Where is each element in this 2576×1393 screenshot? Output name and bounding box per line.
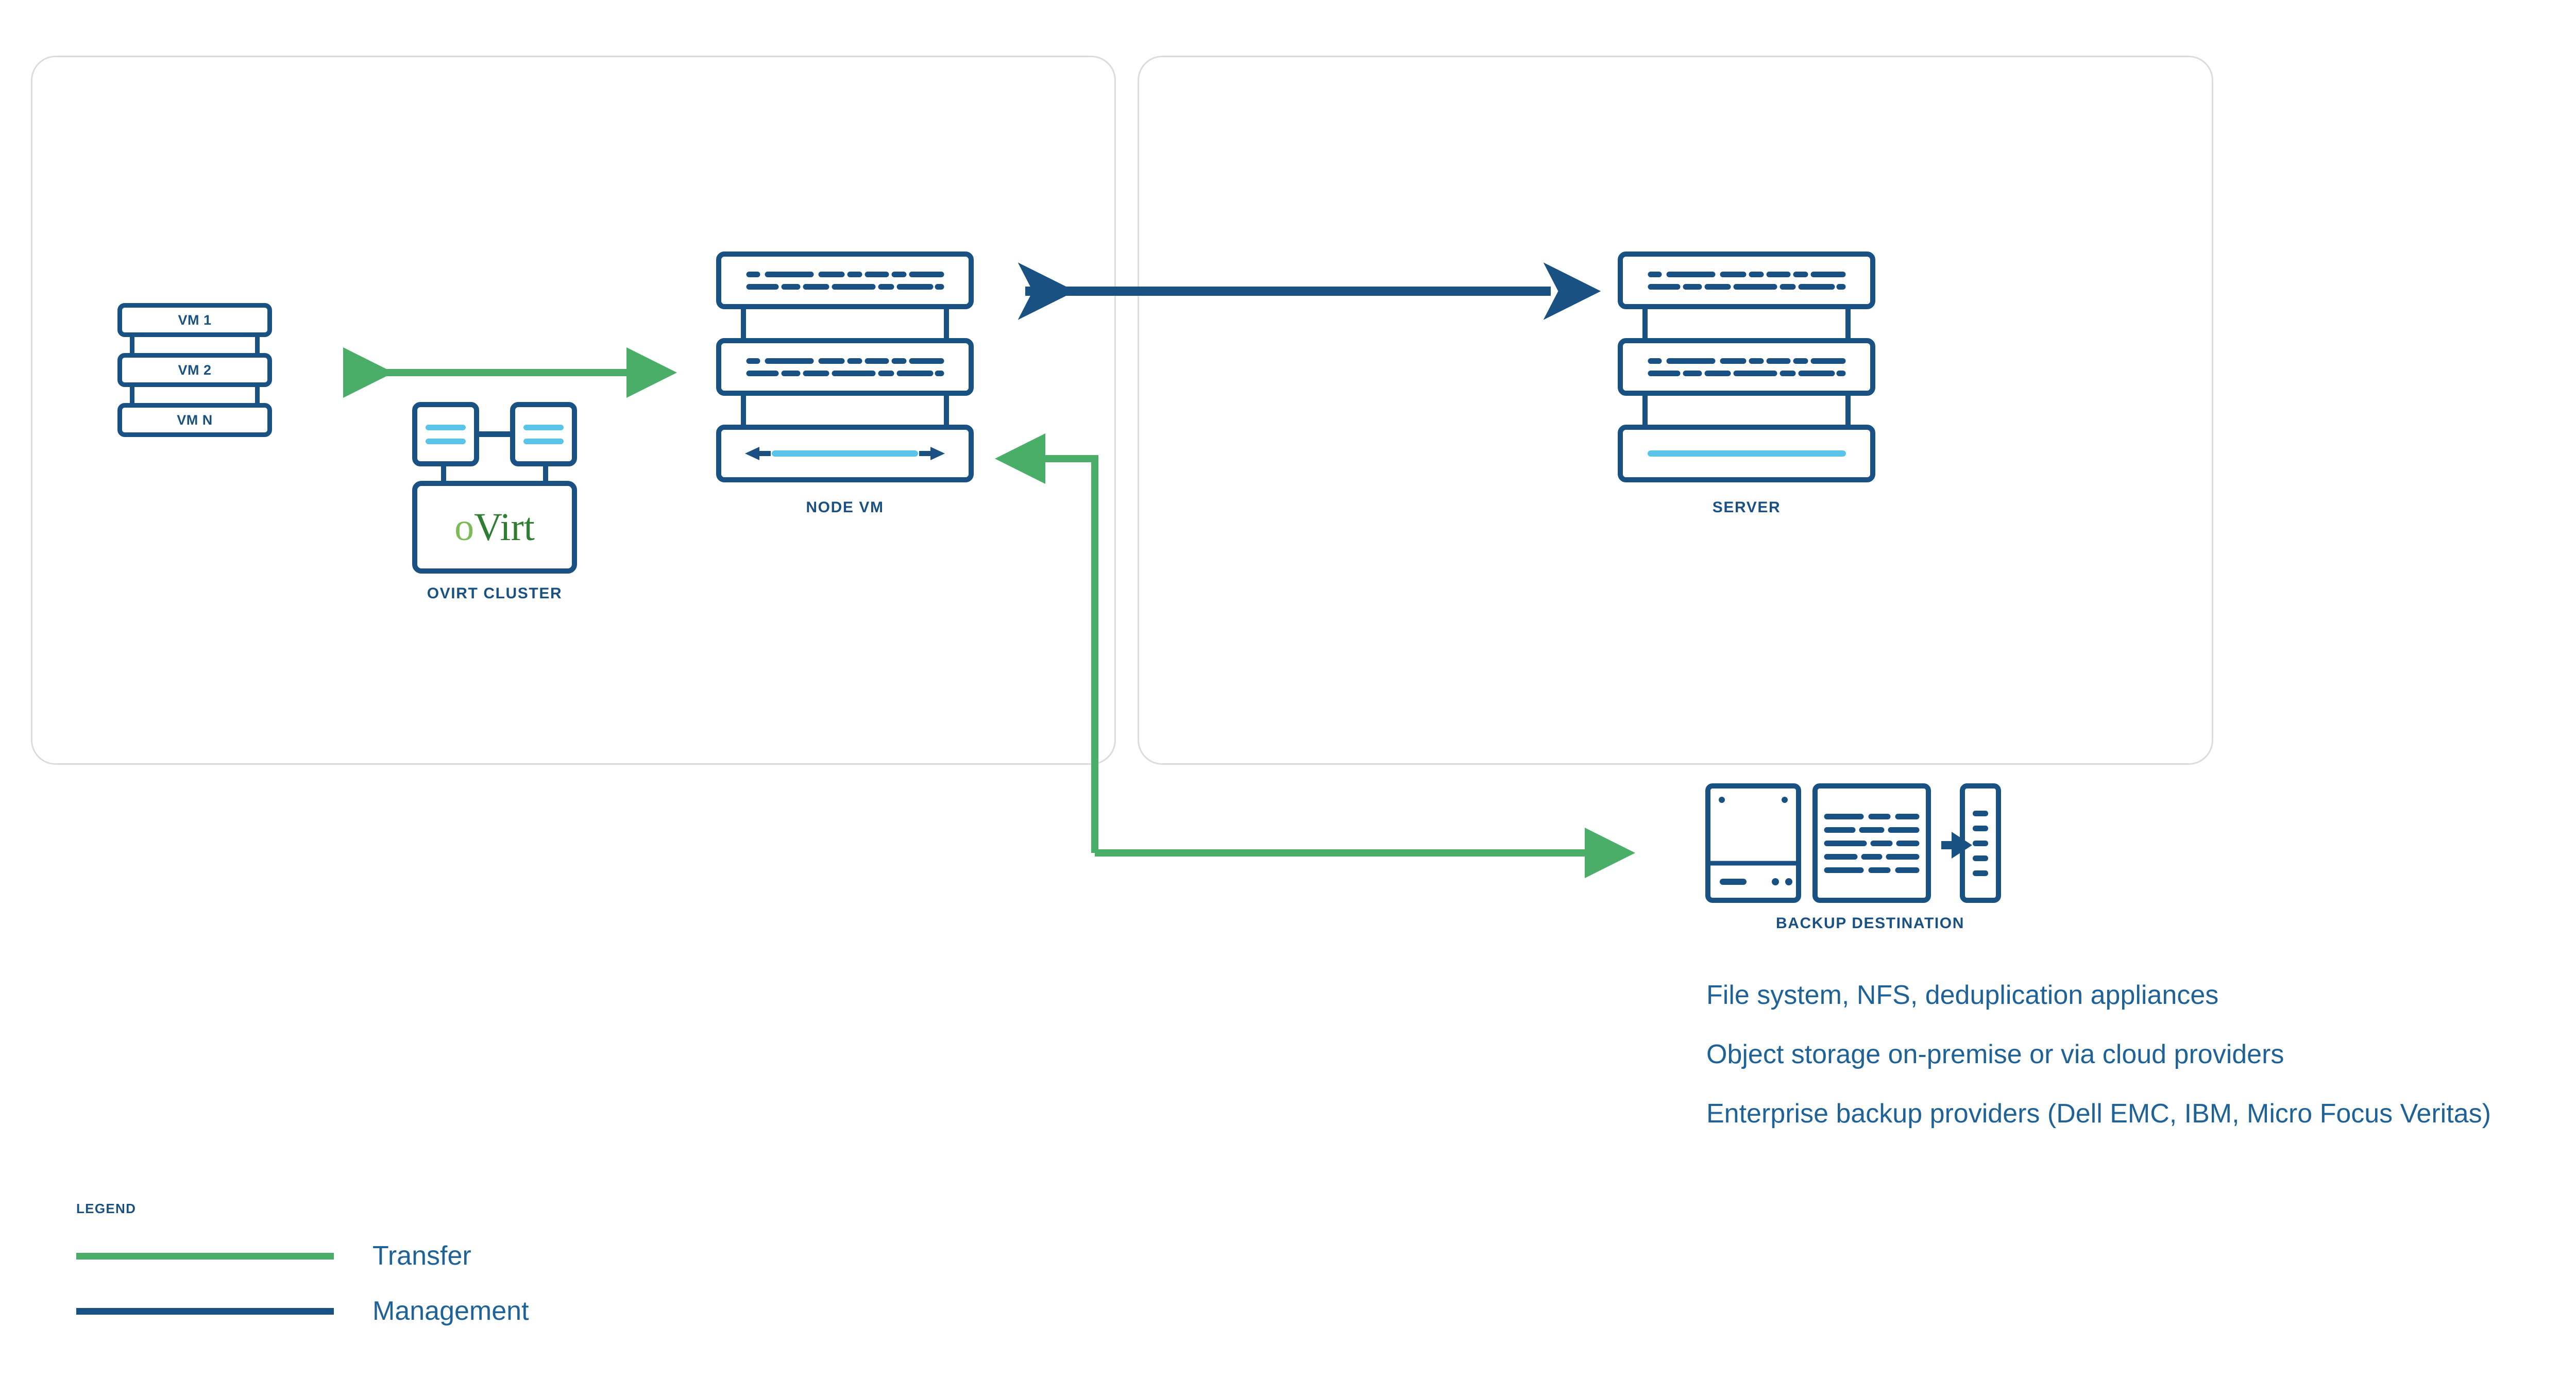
server-icon[interactable] [1618, 251, 1875, 482]
server-slab-bottom [1618, 425, 1875, 482]
doc-line [1824, 867, 1920, 873]
node-vm-rail-2 [716, 394, 974, 426]
node-vm-icon[interactable] [716, 251, 974, 482]
ovirt-node-pair [412, 402, 577, 466]
doc-line [1824, 813, 1920, 819]
node-vm-slab-mid [716, 338, 974, 396]
node-vm-transfer-indicator [742, 445, 948, 462]
description-line: File system, NFS, deduplication applianc… [1706, 980, 2219, 1010]
bidirectional-transfer-icon [745, 447, 945, 460]
dashed-line [1648, 370, 1845, 376]
server-rail-2 [1618, 394, 1875, 426]
server-slab-mid [1618, 338, 1875, 396]
dashed-line [1648, 283, 1845, 290]
dashed-line [746, 283, 944, 290]
dashed-line [1648, 271, 1845, 277]
vm-rail-1 [117, 336, 272, 354]
server-caption: SERVER [1712, 499, 1781, 516]
legend-item-management: Management [76, 1298, 529, 1324]
dashed-line [746, 271, 944, 277]
ovirt-node-line [523, 438, 564, 444]
ovirt-logo-o: o [454, 506, 474, 549]
compress-arrow-icon [1941, 832, 1972, 859]
ovirt-logo: oVirt [454, 508, 535, 547]
node-vm-slab-top [716, 251, 974, 309]
ovirt-logo-virt: Virt [474, 506, 535, 549]
ovirt-logo-box: oVirt [412, 481, 577, 574]
zip-tick [1973, 855, 1988, 861]
backup-icon-row [1705, 783, 2035, 903]
zip-tick [1973, 840, 1988, 846]
doc-line [1824, 853, 1920, 860]
vm-slab-n[interactable]: VM N [117, 403, 272, 437]
vm-label-2: VM 2 [178, 362, 212, 378]
ovirt-cluster-icon[interactable]: oVirt [412, 402, 577, 574]
ovirt-node-left [412, 402, 479, 466]
legend-item-transfer: Transfer [76, 1243, 529, 1269]
legend-swatch-management [76, 1307, 334, 1315]
ovirt-cluster-caption: OVIRT CLUSTER [427, 585, 563, 602]
ovirt-legs [412, 464, 577, 483]
zone-server-environment [1138, 56, 2213, 765]
ovirt-bridge-connector [477, 431, 513, 437]
vm-label-1: VM 1 [178, 312, 212, 328]
disk-drive-detail [1710, 797, 1796, 885]
legend-swatch-transfer [76, 1252, 334, 1260]
ovirt-node-line [523, 424, 564, 430]
server-slab-top [1618, 251, 1875, 309]
vm-slab-1[interactable]: VM 1 [117, 303, 272, 337]
description-line: Enterprise backup providers (Dell EMC, I… [1706, 1099, 2491, 1129]
legend-label-transfer: Transfer [372, 1241, 471, 1271]
legend: LEGEND Transfer Management [76, 1201, 529, 1353]
ovirt-node-right [510, 402, 577, 466]
node-vm-rail-1 [716, 308, 974, 340]
zip-tick [1973, 825, 1988, 831]
dashed-line [746, 358, 944, 364]
ovirt-node-line [426, 424, 466, 430]
backup-destination-icon[interactable] [1705, 783, 2035, 903]
zip-tick [1973, 810, 1988, 816]
document-icon [1812, 783, 1931, 903]
doc-line [1824, 840, 1920, 846]
server-status-bar [1647, 450, 1846, 457]
vm-slab-2[interactable]: VM 2 [117, 353, 272, 387]
backup-destination-caption: BACKUP DESTINATION [1775, 915, 1965, 932]
dashed-line [1648, 358, 1845, 364]
ovirt-node-line [426, 438, 466, 444]
description-line: Object storage on-premise or via cloud p… [1706, 1039, 2284, 1069]
server-rail-1 [1618, 308, 1875, 340]
legend-title: LEGEND [76, 1201, 137, 1216]
node-vm-caption: NODE VM [806, 499, 884, 516]
vm-rail-2 [117, 386, 272, 404]
vm-stack: VM 1 VM 2 VM N [117, 303, 272, 437]
zip-tick [1973, 870, 1988, 876]
backup-destination-description-list: File system, NFS, deduplication applianc… [1706, 982, 2491, 1160]
vm-label-n: VM N [177, 412, 213, 428]
doc-line [1824, 827, 1920, 833]
disk-drive-icon [1705, 783, 1801, 903]
node-vm-slab-bottom [716, 425, 974, 482]
dashed-line [746, 370, 944, 376]
legend-label-management: Management [372, 1296, 529, 1326]
